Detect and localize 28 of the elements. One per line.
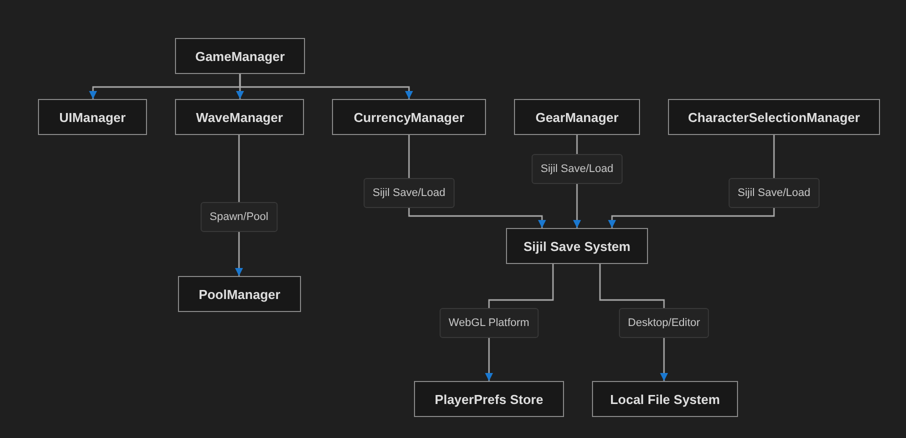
edge-label: Desktop/Editor [618,308,710,338]
edge-label: Sijil Save/Load [532,154,622,184]
component-name: GearManager [535,110,619,124]
component-box [668,99,880,135]
edge-label: Sijil Save/Load [728,178,820,208]
edge-label: WebGL Platform [440,308,538,338]
component-box [506,228,648,264]
component-box [332,99,486,135]
component-box [175,99,304,135]
arrow [239,74,413,99]
component-name: Local File System [610,392,720,406]
component-name: WaveManager [196,110,283,124]
component-box [178,276,301,312]
component-name: CurrencyManager [354,110,464,124]
component-name: PlayerPrefs Store [434,392,544,406]
component-box [514,99,640,135]
component-box [175,38,305,74]
component-name: UIManager [59,110,126,124]
edge-label: Sijil Save/Load [364,178,454,208]
edge-label: Spawn/Pool [200,202,278,232]
component-name: GameManager [195,48,285,64]
component-name: Sijil Save System [524,238,630,254]
component-name: CharacterSelectionManager [688,110,860,124]
component-name: PoolManager [198,286,280,302]
arrow [608,135,775,228]
component-box [38,99,147,135]
component-box [592,381,738,417]
component-box [414,381,564,417]
